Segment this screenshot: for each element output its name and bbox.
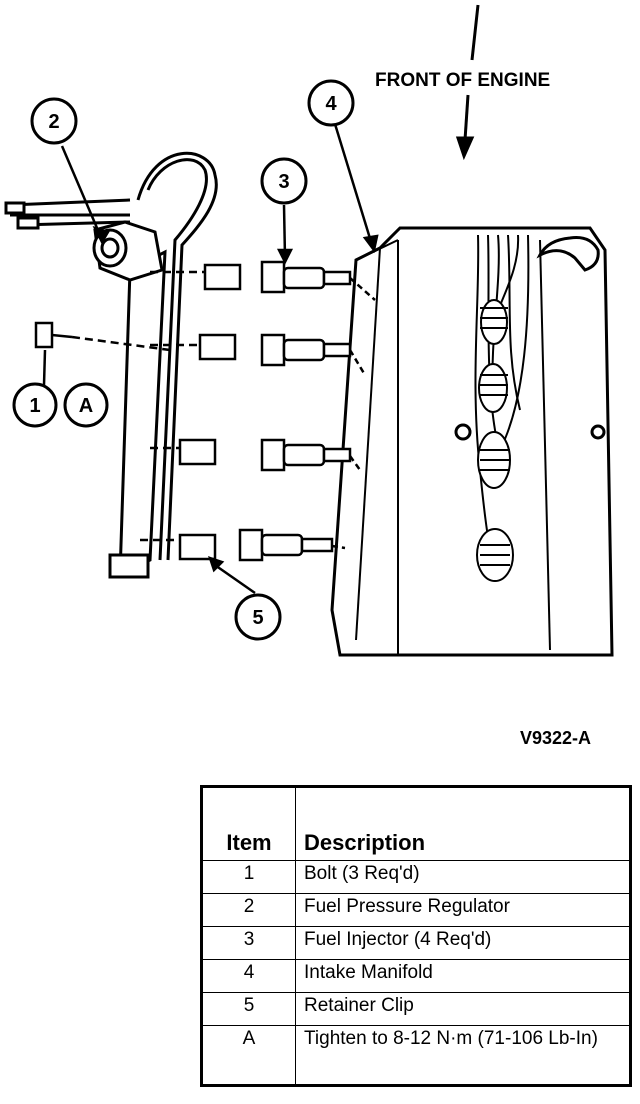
legend-header-row: Item Description (201, 786, 631, 861)
legend-item: A (201, 1025, 296, 1086)
legend-item: 2 (201, 893, 296, 927)
legend-item: 3 (201, 926, 296, 960)
figure-code: V9322-A (520, 728, 592, 748)
injector-row-3 (150, 438, 362, 472)
legend-item: 5 (201, 992, 296, 1026)
legend-header-item: Item (201, 786, 296, 861)
legend-row: 5 Retainer Clip (201, 992, 631, 1026)
fuel-rail (4, 151, 218, 579)
legend-header-description: Description (295, 786, 631, 861)
injector-row-1 (150, 260, 376, 301)
legend-description: Fuel Injector (4 Req'd) (295, 926, 631, 960)
callout-2-label: 2 (48, 111, 59, 133)
callout-1-circle (12, 382, 58, 428)
callout-3-circle (260, 157, 308, 205)
wire-harness (474, 234, 530, 582)
callout-1-label: 1 (29, 395, 40, 417)
legend-description: Retainer Clip (295, 992, 631, 1026)
bolt (34, 321, 171, 352)
legend-row: A Tighten to 8-12 N·m (71-106 Lb-In) (201, 1025, 631, 1086)
legend-row: 2 Fuel Pressure Regulator (201, 893, 631, 927)
legend-row: 3 Fuel Injector (4 Req'd) (201, 926, 631, 960)
legend-description: Tighten to 8-12 N·m (71-106 Lb-In) (295, 1025, 631, 1086)
intake-manifold (330, 226, 614, 657)
leader-lines (42, 123, 379, 595)
injector-row-2 (150, 333, 367, 376)
callout-a-circle (63, 382, 109, 428)
engine-diagram: FRONT OF ENGINE (4, 4, 614, 657)
legend-item: 1 (201, 860, 296, 894)
callout-4-label: 4 (325, 93, 337, 115)
legend-row: 1 Bolt (3 Req'd) (201, 860, 631, 894)
legend-row: 4 Intake Manifold (201, 959, 631, 993)
injector-row-4 (140, 528, 346, 562)
legend-table: Item Description 1 Bolt (3 Req'd) 2 Fuel… (200, 785, 632, 1087)
callout-3-label: 3 (278, 171, 289, 193)
callout-5-circle (234, 593, 282, 641)
fuel-injectors (140, 260, 376, 562)
legend-description: Bolt (3 Req'd) (295, 860, 631, 894)
callout-4-circle (307, 79, 355, 127)
legend-item: 4 (201, 959, 296, 993)
callout-5-label: 5 (252, 607, 263, 629)
front-of-engine-label: FRONT OF ENGINE (375, 70, 550, 91)
callout-2-circle (30, 97, 78, 145)
front-arrow (455, 4, 480, 161)
legend-description: Intake Manifold (295, 959, 631, 993)
callouts (12, 79, 355, 641)
callout-a-label: A (79, 395, 93, 417)
fuel-pressure-regulator (92, 220, 164, 282)
legend-description: Fuel Pressure Regulator (295, 893, 631, 927)
